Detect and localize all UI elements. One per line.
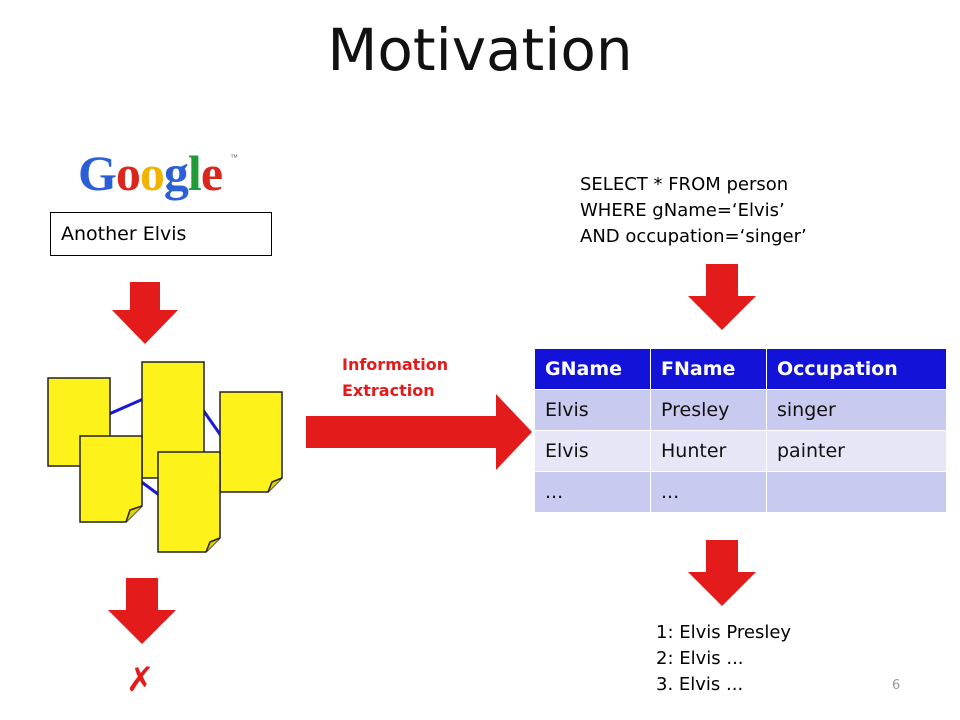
table-row: Elvis Hunter painter [534, 430, 947, 472]
table-header-row: GName FName Occupation [534, 348, 947, 390]
sql-line-1: SELECT * FROM person [580, 174, 789, 195]
column-header: GName [534, 348, 651, 390]
down-arrow-icon [112, 282, 178, 344]
column-header: FName [650, 348, 767, 390]
google-letter: G [78, 145, 116, 201]
page-number: 6 [892, 678, 901, 693]
sql-line-2: WHERE gName=‘Elvis’ [580, 200, 785, 221]
document-icon [219, 391, 283, 493]
document-icon [79, 435, 143, 523]
label-line: Information [342, 355, 449, 374]
google-logo: Google ™ [78, 145, 238, 201]
table-cell: Hunter [650, 430, 767, 472]
cross-icon: ✗ [126, 660, 155, 700]
table-cell: Elvis [534, 389, 651, 431]
column-header: Occupation [766, 348, 947, 390]
table-cell: Elvis [534, 430, 651, 472]
sql-line-3: AND occupation=‘singer’ [580, 226, 807, 247]
table-cell: singer [766, 389, 947, 431]
search-input[interactable]: Another Elvis [50, 212, 272, 256]
label-line: Extraction [342, 381, 435, 400]
table-row: ... ... [534, 471, 947, 513]
table-cell [766, 471, 947, 513]
document-icon [157, 451, 221, 553]
down-arrow-icon [688, 264, 756, 330]
sql-query: SELECT * FROM person WHERE gName=‘Elvis’… [580, 172, 920, 250]
trademark-symbol: ™ [230, 153, 238, 162]
result-item: 2: Elvis ... [656, 648, 744, 669]
table-cell: ... [650, 471, 767, 513]
down-arrow-icon [108, 578, 176, 644]
svg-text:Google: Google [78, 145, 222, 201]
person-table: GName FName Occupation Elvis Presley sin… [534, 348, 947, 513]
down-arrow-icon [688, 540, 756, 606]
slide-title: Motivation [327, 16, 633, 84]
table-row: Elvis Presley singer [534, 389, 947, 431]
right-arrow-icon [306, 394, 532, 470]
ranked-results: 1: Elvis Presley 2: Elvis ... 3. Elvis .… [656, 620, 791, 698]
information-extraction-label: Information Extraction [342, 352, 448, 404]
table-cell: Presley [650, 389, 767, 431]
result-item: 1: Elvis Presley [656, 622, 792, 643]
table-cell: ... [534, 471, 651, 513]
table-cell: painter [766, 430, 947, 472]
result-item: 3. Elvis ... [656, 674, 744, 695]
